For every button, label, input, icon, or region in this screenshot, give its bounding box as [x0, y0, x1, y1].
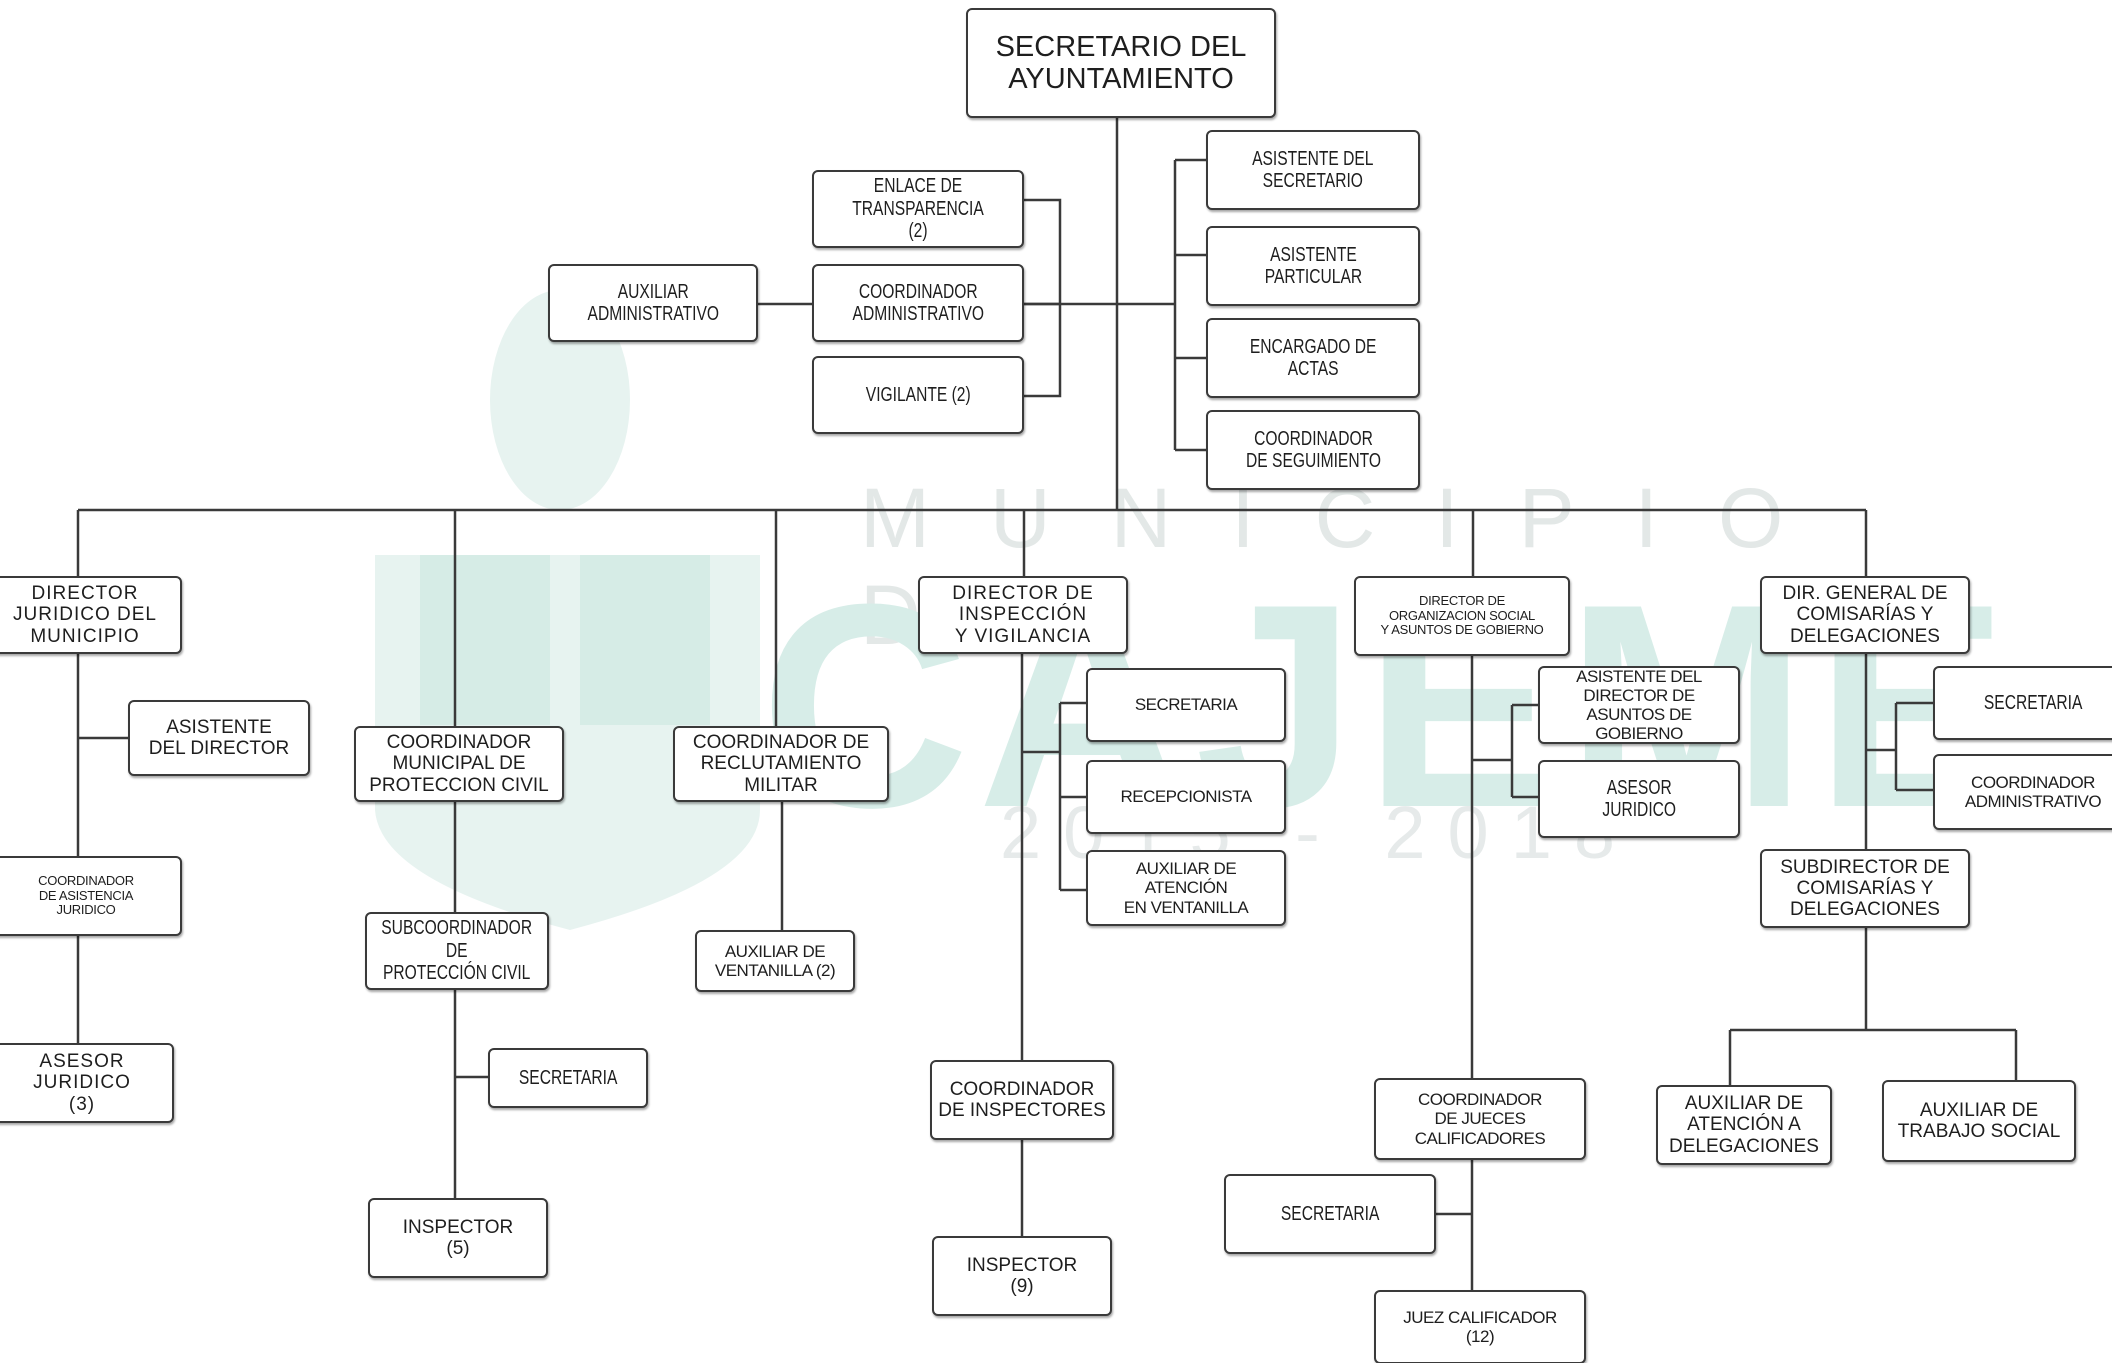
box-coordinador-jueces: COORDINADOR DE JUECES CALIFICADORES [1374, 1078, 1586, 1160]
box-auxiliar-trabajo-social: AUXILIAR DE TRABAJO SOCIAL [1882, 1080, 2076, 1162]
box-vigilante: VIGILANTE (2) [812, 356, 1024, 434]
box-asesor-juridico: ASESOR JURIDICO [1538, 760, 1740, 838]
box-coordinador-reclutamiento: COORDINADOR DE RECLUTAMIENTO MILITAR [673, 726, 889, 802]
box-asistente-secretario: ASISTENTE DEL SECRETARIO [1206, 130, 1420, 210]
box-coordinador-asistencia-juridico: COORDINADOR DE ASISTENCIA JURIDICO [0, 856, 182, 936]
box-dir-general-comisarias: DIR. GENERAL DE COMISARÍAS Y DELEGACIONE… [1760, 576, 1970, 654]
box-director-juridico: DIRECTOR JURIDICO DEL MUNICIPIO [0, 576, 182, 654]
box-auxiliar-ventanilla: AUXILIAR DE VENTANILLA (2) [695, 930, 855, 992]
box-asistente-director: ASISTENTE DEL DIRECTOR [128, 700, 310, 776]
box-asistente-particular: ASISTENTE PARTICULAR [1206, 226, 1420, 306]
box-coordinador-proteccion-civil: COORDINADOR MUNICIPAL DE PROTECCION CIVI… [354, 726, 564, 802]
box-secretario-ayuntamiento: SECRETARIO DEL AYUNTAMIENTO [966, 8, 1276, 118]
box-enlace-transparencia: ENLACE DE TRANSPARENCIA (2) [812, 170, 1024, 248]
box-secretaria-jueces: SECRETARIA [1224, 1174, 1436, 1254]
box-coordinador-administrativo-comisarias: COORDINADOR ADMINISTRATIVO [1933, 754, 2112, 830]
box-auxiliar-atencion-delegaciones: AUXILIAR DE ATENCIÓN A DELEGACIONES [1656, 1085, 1832, 1165]
box-recepcionista: RECEPCIONISTA [1086, 760, 1286, 834]
box-director-organizacion-social: DIRECTOR DE ORGANIZACION SOCIAL Y ASUNTO… [1354, 576, 1570, 656]
box-coordinador-administrativo: COORDINADOR ADMINISTRATIVO [812, 264, 1024, 342]
box-asistente-director-gobierno: ASISTENTE DEL DIRECTOR DE ASUNTOS DE GOB… [1538, 666, 1740, 744]
box-asesor-juridico-3: ASESOR JURIDICO (3) [0, 1043, 174, 1123]
box-coordinador-seguimiento: COORDINADOR DE SEGUIMIENTO [1206, 410, 1420, 490]
box-encargado-actas: ENCARGADO DE ACTAS [1206, 318, 1420, 398]
box-inspector-5: INSPECTOR (5) [368, 1198, 548, 1278]
box-subdirector-comisarias: SUBDIRECTOR DE COMISARÍAS Y DELEGACIONES [1760, 849, 1970, 928]
box-director-inspeccion: DIRECTOR DE INSPECCIÓN Y VIGILANCIA [918, 576, 1128, 654]
box-secretaria-proteccion-civil: SECRETARIA [488, 1048, 648, 1108]
box-coordinador-inspectores: COORDINADOR DE INSPECTORES [930, 1060, 1114, 1140]
box-auxiliar-atencion-ventanilla: AUXILIAR DE ATENCIÓN EN VENTANILLA [1086, 850, 1286, 926]
box-inspector-9: INSPECTOR (9) [932, 1236, 1112, 1316]
box-juez-calificador: JUEZ CALIFICADOR (12) [1374, 1290, 1586, 1363]
box-secretaria-inspeccion: SECRETARIA [1086, 668, 1286, 742]
box-subcoordinador-proteccion-civil: SUBCOORDINADOR DE PROTECCIÓN CIVIL [365, 912, 549, 990]
box-auxiliar-administrativo: AUXILIAR ADMINISTRATIVO [548, 264, 758, 342]
box-secretaria-comisarias: SECRETARIA [1933, 666, 2112, 740]
